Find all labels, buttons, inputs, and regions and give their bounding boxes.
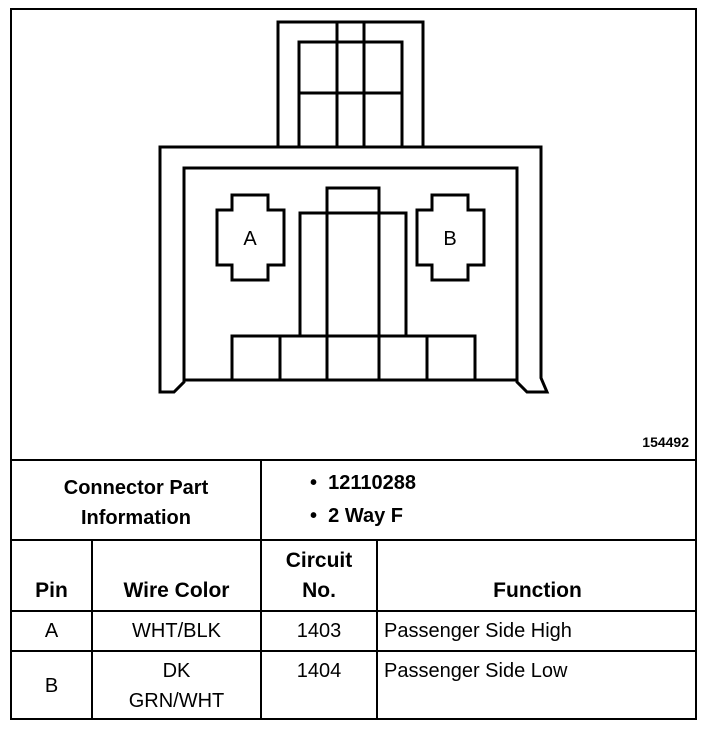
row-wire-color: WHT/BLK [91, 610, 262, 652]
connector-drawing: A B [158, 20, 550, 394]
part-number: • 12110288 [310, 472, 417, 494]
terminal-blocks [230, 334, 477, 382]
part-info-label-line2: Information [81, 507, 191, 529]
pin-cavity-a [215, 193, 286, 282]
part-info-values: • 12110288 • 2 Way F [260, 459, 697, 541]
row-function: Passenger Side High [376, 610, 697, 652]
header-function: Function [376, 539, 697, 612]
header-wire-color: Wire Color [91, 539, 262, 612]
connector-housing-outer [158, 145, 550, 394]
row-wire-color: DK GRN/WHT [91, 650, 262, 719]
connector-type: • 2 Way F [310, 505, 403, 527]
row-circuit: 1403 [260, 610, 378, 652]
pin-a-label: A [243, 228, 257, 250]
part-info-label-line1: Connector Part [63, 477, 209, 499]
table-row: B DK GRN/WHT 1404 Passenger Side Low [12, 650, 697, 719]
table-row: A WHT/BLK 1403 Passenger Side High [12, 610, 697, 652]
connector-housing-inner [182, 166, 519, 380]
center-key [298, 186, 408, 338]
connector-sheet: A B 154492 Connector Part Information • … [10, 8, 697, 720]
connector-info-table: Connector Part Information • 12110288 • … [12, 459, 697, 719]
header-row: Pin Wire Color Circuit No. Function [12, 539, 697, 612]
row-pin: B [12, 650, 93, 719]
header-pin: Pin [12, 539, 93, 612]
part-info-row: Connector Part Information • 12110288 • … [12, 459, 697, 541]
header-circuit: Circuit No. [260, 539, 378, 612]
row-pin: A [12, 610, 93, 652]
pin-b-label: B [443, 228, 456, 250]
figure-id: 154492 [642, 434, 689, 450]
row-circuit: 1404 [260, 650, 378, 719]
connector-latch [276, 20, 425, 149]
row-function: Passenger Side Low [376, 650, 697, 719]
pin-cavity-b [415, 193, 486, 282]
part-info-label: Connector Part Information [12, 459, 262, 541]
